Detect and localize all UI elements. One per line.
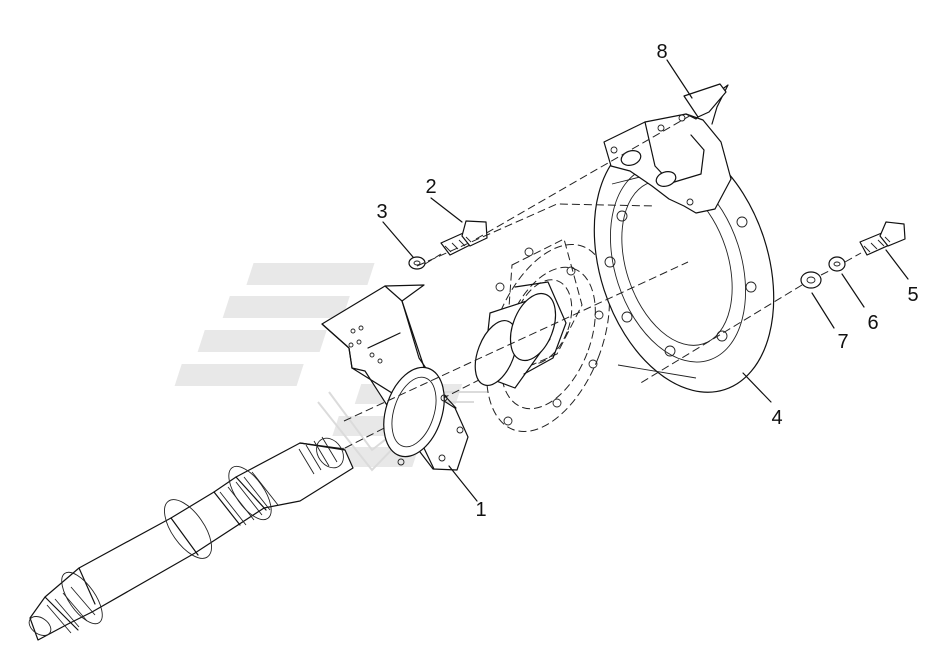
washer-3 [408,256,426,270]
part-label-2: 2 [425,176,436,198]
washer-6 [828,256,846,272]
part-label-8: 8 [656,41,667,63]
assembly-guides [343,113,862,422]
wheel-hub [474,238,610,433]
mounting-bracket [321,284,469,471]
part-label-6: 6 [867,312,878,334]
output-shaft [28,350,537,641]
washer-7 [800,271,822,289]
leader-lines [382,59,909,502]
part-label-3: 3 [376,201,387,223]
part-label-4: 4 [771,407,782,429]
brake-caliper [603,83,732,214]
bolt-2 [440,220,488,256]
part-label-1: 1 [475,499,486,521]
bolt-5 [859,221,906,256]
spline-lines [46,436,338,634]
part-label-7: 7 [837,331,848,353]
part-label-5: 5 [907,284,918,306]
